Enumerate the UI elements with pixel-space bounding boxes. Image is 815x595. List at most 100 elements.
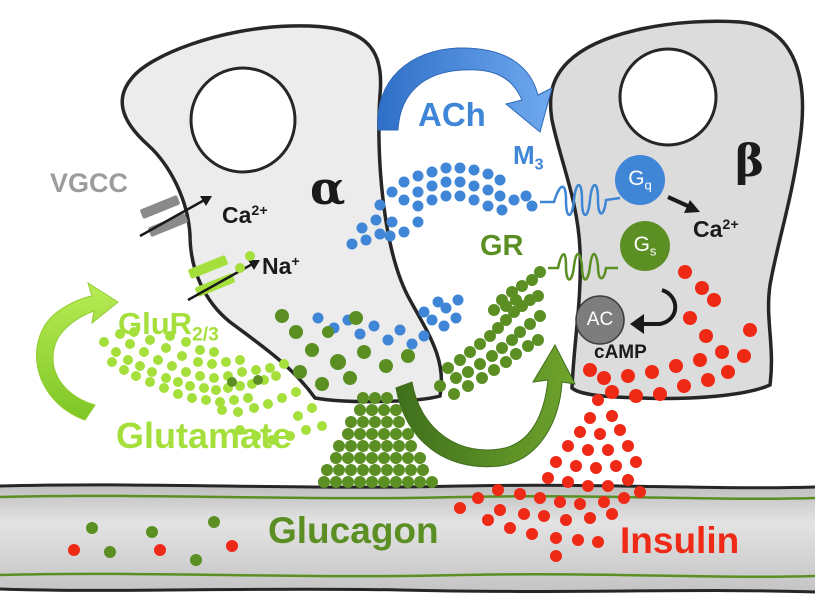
glutamate-particle [173,389,183,399]
glucagon-particle [442,362,454,374]
ca-alpha-charge: 2+ [251,203,268,220]
ach-vesicle [356,222,368,234]
insulin-particle [622,440,634,452]
glur-label: GluR2/3 [118,308,219,345]
glucagon-particle [342,452,354,464]
glutamate-particle [235,263,245,273]
ca-beta-text: Ca [693,216,723,242]
glucagon-particle [462,366,474,378]
ach-vesicle [454,190,466,202]
gs-subscript: s [649,243,657,259]
glucagon-particle [345,440,357,452]
glucagon-particle [379,359,393,373]
glutamate-particle [195,345,205,355]
glucagon-particle [354,428,366,440]
glucagon-particle [378,428,390,440]
insulin-particle [570,460,582,472]
glutamate-particle [253,375,263,385]
insulin-particle [614,424,626,436]
insulin-particle [618,492,630,504]
insulin-particle [701,373,715,387]
glutamate-particle [277,393,287,403]
insulin-particle [622,474,634,486]
glucagon-particle [342,428,354,440]
glutamate-particle [209,347,219,357]
insulin-particle [606,410,618,422]
ach-vesicle [494,174,506,186]
insulin-particle [562,476,574,488]
ach-vesicle [520,190,532,202]
gq-label: Gq [620,168,660,192]
glur-subscript: 2/3 [192,324,219,346]
glucagon-particle [393,440,405,452]
glucagon-particle [345,464,357,476]
glucagon-particle [345,416,357,428]
glucagon-particle [357,440,369,452]
ach-vesicle [384,230,396,242]
ach-vesicle [406,338,418,350]
insulin-particle [721,365,735,379]
insulin-particle [678,265,692,279]
glutamate-particle [279,359,289,369]
glutamate-particle [221,357,231,367]
na-label: Na+ [262,255,300,278]
glucagon-particle [357,464,369,476]
glucagon-particle [514,326,526,338]
glutamate-particle [167,361,177,371]
glucagon-particle [275,309,289,323]
alpha-label: α [310,161,346,215]
vgcc-channel [140,195,188,237]
glutamate-particle [285,431,295,441]
glucagon-particle [354,452,366,464]
glutamate-particle [263,399,273,409]
glutamate-particle [139,347,149,357]
glucagon-particle [534,310,546,322]
glucagon-particle [321,464,333,476]
glutamate-particle [161,343,171,353]
insulin-particle [584,412,596,424]
glucagon-particle [354,476,366,488]
glutamate-particle [187,393,197,403]
glutamate-particle [99,337,109,347]
insulin-particle [562,440,574,452]
insulin-particle [669,359,683,373]
glutamate-particle [193,357,203,367]
glucagon-particle [369,440,381,452]
ach-vesicle [426,166,438,178]
glutamate-particle [249,403,259,413]
ach-vesicle [482,200,494,212]
insulin-particle [494,504,506,516]
glucagon-particle [381,464,393,476]
glucagon-particle [330,354,346,370]
ach-vesicle [440,190,452,202]
glucagon-particle [448,388,460,400]
insulin-particle [226,540,238,552]
glutamate-particle [173,377,183,387]
insulin-particle [68,544,80,556]
ac-enzyme [575,295,625,345]
vgcc-label: VGCC [50,168,129,198]
glucagon-particle [390,476,402,488]
insulin-particle [693,353,707,367]
ac-label: AC [586,309,614,330]
glutamate-particle [145,377,155,387]
glucagon-particle [462,380,474,392]
gs-to-ac-arrow [630,288,678,334]
ach-vesicle [468,180,480,192]
ach-vesicle [398,194,410,206]
glucagon-particle [330,452,342,464]
glucagon-particle [366,404,378,416]
glutamate-particle [209,373,219,383]
ach-vesicle [412,170,424,182]
gq-subscript: q [644,177,652,193]
glucagon-particle [488,304,500,316]
insulin-particle [574,498,586,510]
insulin-particle [482,514,494,526]
ach-vesicle [418,306,430,318]
glucagon-particle [474,338,486,350]
ach-vesicle [438,320,450,332]
glucagon-particle [464,346,476,358]
glucagon-particle [405,440,417,452]
glutamate-particle [229,395,239,405]
glucagon-particle [492,322,504,334]
